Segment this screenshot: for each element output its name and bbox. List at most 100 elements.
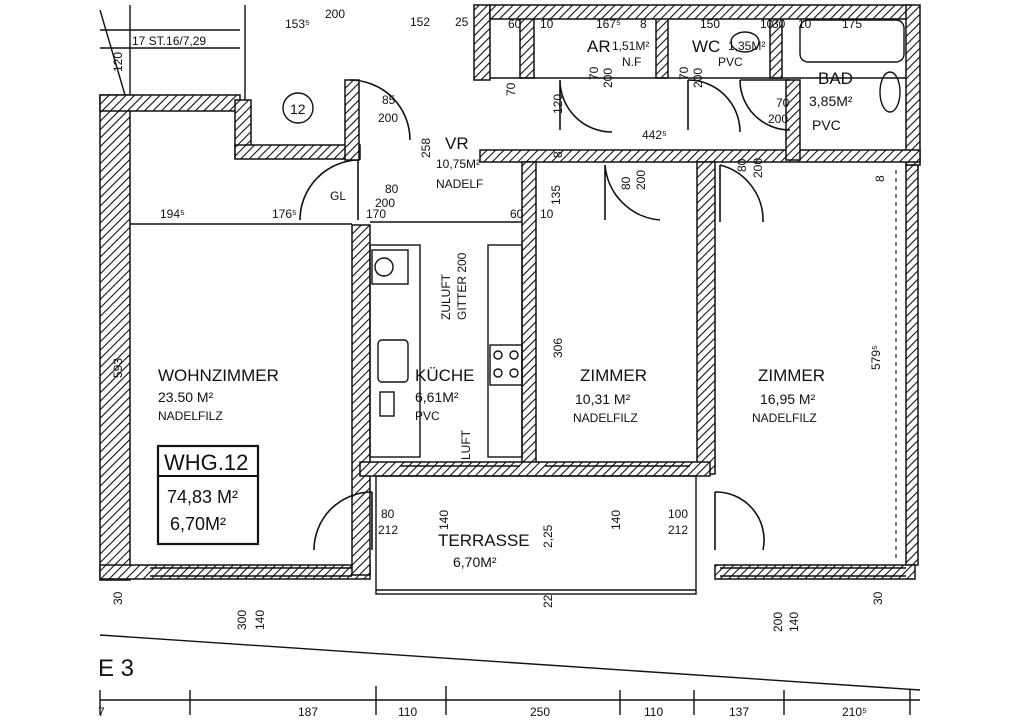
room-ar-name: AR bbox=[587, 37, 611, 56]
room-zimmer2-area: 16,95 M² bbox=[760, 391, 816, 407]
room-ar-area: 1,51M² bbox=[612, 39, 649, 53]
dim-label: 212 bbox=[378, 523, 398, 537]
dim-label: 80 bbox=[619, 176, 633, 190]
room-vr-area: 10,75M² bbox=[436, 157, 480, 171]
room-bad-name: BAD bbox=[818, 69, 853, 88]
room-wc-area: 1,35M² bbox=[728, 39, 765, 53]
dim-label: 170 bbox=[366, 207, 386, 221]
room-vr-name: VR bbox=[445, 134, 469, 153]
dim-label: 100 bbox=[668, 507, 688, 521]
dim-label: 80 bbox=[385, 182, 399, 196]
gl-label: GL bbox=[330, 189, 346, 203]
gitter-label: GITTER 200 bbox=[455, 252, 469, 320]
room-wc-name: WC bbox=[692, 37, 720, 56]
dim-label: 135 bbox=[549, 185, 563, 205]
stair-steps-label: 17 ST.16/7,29 bbox=[132, 34, 206, 48]
dim-label: 258 bbox=[419, 138, 433, 158]
room-terrasse-name: TERRASSE bbox=[438, 531, 530, 550]
dim-label: 593 bbox=[111, 358, 125, 378]
room-bad-floor: PVC bbox=[812, 117, 841, 133]
dim-label: 85 bbox=[382, 93, 396, 107]
dim-label: 70 bbox=[776, 96, 790, 110]
room-terrasse-area: 6,70M² bbox=[453, 554, 497, 570]
dim-label: 60 bbox=[510, 207, 524, 221]
dim-label: 210⁵ bbox=[842, 705, 867, 719]
room-zimmer1-name: ZIMMER bbox=[580, 366, 647, 385]
dim-label: 300 bbox=[235, 610, 249, 630]
dim-label: 7 bbox=[98, 705, 105, 719]
unit-id: WHG.12 bbox=[164, 450, 248, 475]
room-wc-floor: PVC bbox=[718, 55, 743, 69]
dim-label: 250 bbox=[530, 705, 550, 719]
dim-label: 194⁵ bbox=[160, 207, 185, 221]
unit-total-area: 74,83 M² bbox=[167, 487, 238, 507]
dim-label: 10 bbox=[540, 17, 554, 31]
dim-label: 187 bbox=[298, 705, 318, 719]
room-kueche-floor: PVC bbox=[415, 409, 440, 423]
dim-label: 10 bbox=[760, 17, 774, 31]
dim-label: 30 bbox=[772, 17, 786, 31]
room-wohnzimmer-floor: NADELFILZ bbox=[158, 409, 223, 423]
dim-label: 200 bbox=[601, 68, 615, 88]
vr-left-wall-top bbox=[344, 79, 360, 161]
bottom-wall-right bbox=[714, 564, 916, 580]
dim-label: 200 bbox=[751, 158, 765, 178]
dim-label: 200 bbox=[768, 112, 788, 126]
dim-label: 200 bbox=[771, 612, 785, 632]
ar-left-wall bbox=[519, 17, 535, 79]
terrace-inner-wall bbox=[359, 461, 711, 477]
dim-label: 140 bbox=[609, 510, 623, 530]
dim-label: 60 bbox=[508, 17, 522, 31]
room-wohnzimmer-name: WOHNZIMMER bbox=[158, 366, 279, 385]
dim-label: 176⁵ bbox=[272, 207, 297, 221]
room-kueche-area: 6,61M² bbox=[415, 389, 459, 405]
luft-label: LUFT bbox=[459, 429, 473, 460]
room-vr-floor: NADELF bbox=[436, 177, 483, 191]
dim-label: 442⁵ bbox=[642, 128, 667, 142]
wall-notch-h bbox=[234, 144, 361, 160]
kitchen-zimmer-wall bbox=[521, 161, 537, 475]
dim-label: 579⁵ bbox=[869, 345, 883, 370]
dim-label: 200 bbox=[325, 7, 345, 21]
room-kueche-name: KÜCHE bbox=[415, 366, 475, 385]
top-wall-wohn bbox=[99, 94, 241, 112]
room-zimmer2-floor: NADELFILZ bbox=[752, 411, 817, 425]
room-zimmer1-floor: NADELFILZ bbox=[573, 411, 638, 425]
dim-label: 8 bbox=[640, 17, 647, 31]
dim-label: 140 bbox=[787, 612, 801, 632]
dim-label: 140 bbox=[253, 610, 267, 630]
dim-label: 120 bbox=[551, 94, 565, 114]
dim-label: 2,25 bbox=[541, 524, 555, 548]
dim-label: 152 bbox=[410, 15, 430, 29]
stair-number: 12 bbox=[290, 101, 306, 117]
bad-right-wall bbox=[905, 4, 921, 166]
dim-label: 167⁵ bbox=[596, 17, 621, 31]
top-shaft-wall bbox=[473, 4, 491, 81]
dim-label: 22 bbox=[541, 594, 555, 608]
dim-label: 200 bbox=[375, 196, 395, 210]
dimensions: 153⁵ 200 152 25 60 10 167⁵ 8 150 10 30 1… bbox=[98, 7, 887, 719]
doors bbox=[299, 79, 791, 551]
room-labels: WOHNZIMMER 23.50 M² NADELFILZ KÜCHE 6,61… bbox=[158, 37, 853, 570]
dim-label: 30 bbox=[111, 591, 125, 605]
right-outer-wall bbox=[905, 164, 919, 566]
bottom-wall-left bbox=[99, 564, 371, 580]
dim-label: 175 bbox=[842, 17, 862, 31]
unit-terrace-area: 6,70M² bbox=[170, 514, 226, 534]
dim-label: 25 bbox=[455, 15, 469, 29]
dim-label: 212 bbox=[668, 523, 688, 537]
dim-label: 10 bbox=[540, 207, 554, 221]
dim-label: 110 bbox=[644, 705, 663, 719]
room-ar-floor: N.F bbox=[622, 55, 641, 69]
dim-label: 306 bbox=[551, 338, 565, 358]
dim-label: 200 bbox=[691, 68, 705, 88]
ar-wc-wall bbox=[655, 17, 669, 79]
dim-label: 70 bbox=[587, 66, 601, 80]
dim-label: 70 bbox=[504, 82, 518, 96]
dim-label: 110 bbox=[398, 705, 417, 719]
dim-label: 8 bbox=[551, 151, 565, 158]
dim-label: 80 bbox=[381, 507, 395, 521]
dim-label: 200 bbox=[634, 170, 648, 190]
room-zimmer1-area: 10,31 M² bbox=[575, 391, 631, 407]
room-bad-area: 3,85M² bbox=[809, 93, 853, 109]
